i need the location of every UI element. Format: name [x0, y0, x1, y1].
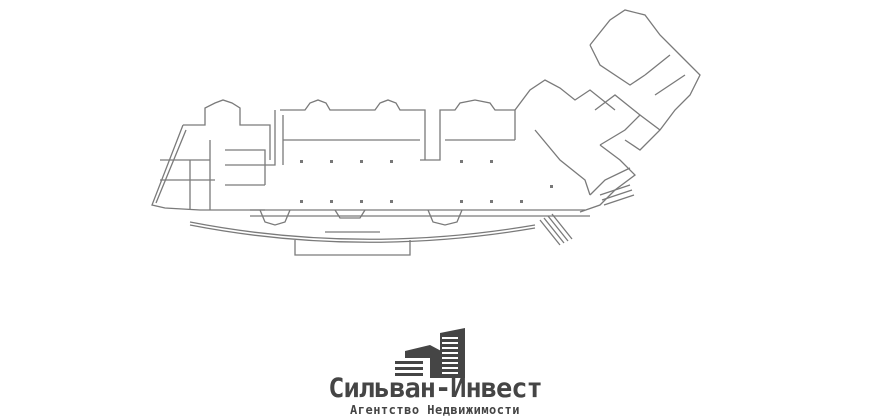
floor-plan-icon [151, 9, 701, 256]
logo-title: Сильван-Инвест [328, 373, 543, 404]
company-logo: Сильван-Инвест Агентство Недвижимости [300, 320, 570, 420]
floor-plan-drawing [151, 9, 701, 256]
logo-subtitle: Агентство Недвижимости [350, 403, 520, 417]
buildings-icon [395, 328, 465, 378]
